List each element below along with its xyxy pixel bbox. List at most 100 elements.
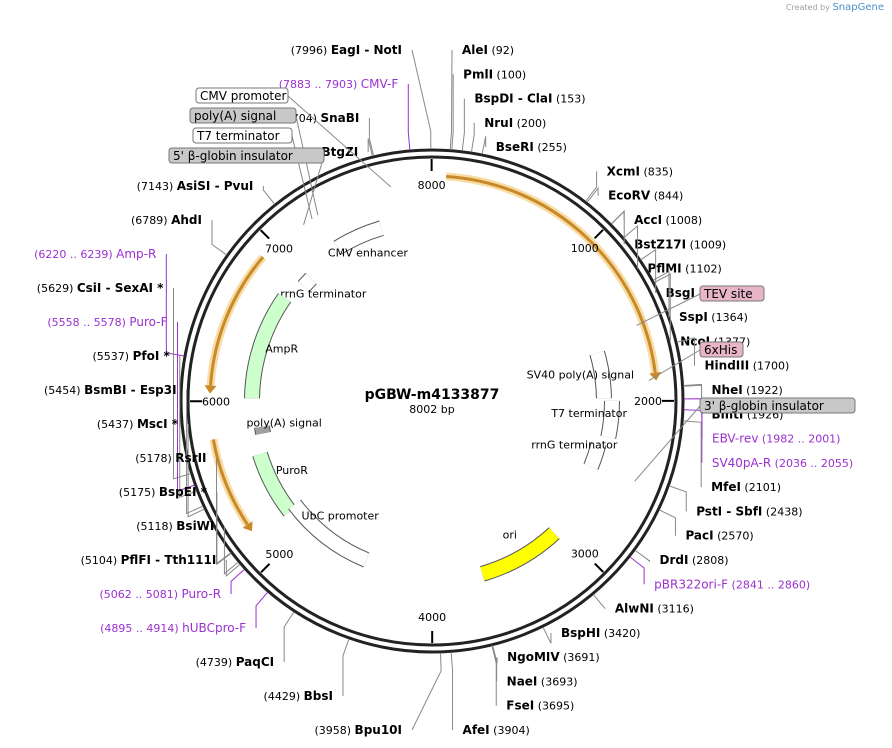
enzyme-label: (6789) AhdI	[131, 213, 202, 227]
boxed-label-box	[699, 285, 765, 302]
enzyme-label: (5454) BsmBI - Esp3I	[44, 383, 177, 397]
site-leader	[187, 424, 205, 518]
credit-prefix: Created by	[785, 3, 830, 12]
site-leader	[165, 254, 185, 357]
tick-label: 8000	[418, 179, 446, 192]
orf-arc	[446, 174, 657, 373]
primer-label: (5558 .. 5578) Puro-F	[47, 315, 167, 329]
enzyme-label: NaeI (3693)	[507, 674, 578, 688]
feature-label: rrnG terminator	[531, 438, 618, 451]
tick-mark	[594, 562, 604, 573]
enzyme-label: (4739) PaqCI	[196, 655, 275, 669]
feature-body	[590, 351, 611, 399]
boxed-label-text: CMV promoter	[200, 89, 287, 103]
enzyme-label: HindIII (1700)	[705, 359, 790, 373]
enzyme-label: FseI (3695)	[506, 699, 574, 713]
plasmid-length: 8002 bp	[409, 403, 454, 416]
feature-body	[255, 425, 270, 435]
enzyme-label: (3958) Bpu10I	[314, 723, 402, 737]
site-leader	[411, 49, 432, 150]
backbone-ring	[179, 148, 685, 654]
site-leader	[216, 492, 232, 566]
enzyme-label: NgoMIV (3691)	[507, 650, 600, 664]
site-leader	[176, 322, 195, 492]
site-leader	[450, 652, 454, 730]
orf-glow	[209, 438, 251, 527]
enzyme-label: PacI (2570)	[685, 529, 753, 543]
feature-body	[601, 400, 620, 439]
site-leader	[223, 526, 239, 575]
site-leader	[367, 138, 373, 157]
primer-label: (4895 .. 4914) hUBCpro-F	[100, 621, 246, 635]
site-leader	[283, 611, 295, 662]
orf-arc	[211, 439, 249, 526]
site-leader	[451, 74, 454, 150]
tick-mark	[593, 229, 604, 240]
feature-label: CMV enhancer	[328, 247, 408, 260]
tick-label: 7000	[265, 242, 293, 255]
feature-body	[298, 273, 317, 292]
plasmid-name: pGBW-m4133877	[365, 387, 500, 403]
enzyme-label: MfeI (2101)	[711, 480, 781, 494]
site-leader	[683, 398, 703, 439]
enzyme-label: BseRI (255)	[496, 140, 567, 154]
site-leader	[652, 270, 670, 318]
site-leader	[629, 556, 645, 585]
boxed-label-box	[699, 397, 856, 414]
feature-label: rrnG terminator	[280, 288, 367, 301]
feature-body	[584, 441, 606, 470]
site-leader	[676, 337, 696, 366]
site-leader	[586, 186, 599, 203]
tick-label: 6000	[202, 395, 230, 408]
backbone-inner	[186, 155, 678, 647]
site-leader	[542, 627, 552, 644]
enzyme-label: BspHI (3420)	[561, 626, 640, 640]
orf-arrowhead	[204, 385, 217, 394]
site-leader	[172, 288, 191, 480]
enzyme-label: XcmI (835)	[607, 164, 673, 178]
site-leader	[186, 390, 204, 515]
enzyme-label: NheI (1922)	[711, 383, 782, 397]
enzyme-label: (5175) BspEI *	[119, 485, 208, 499]
enzyme-label: SspI (1364)	[679, 310, 748, 324]
boxed-leader	[634, 405, 701, 482]
enzyme-label: AccI (1008)	[634, 213, 702, 227]
feature-label: UbC promoter	[302, 510, 380, 523]
site-leader	[262, 186, 276, 205]
site-leader	[654, 273, 671, 342]
orf-glow	[445, 172, 660, 374]
enzyme-label: (7996) EagI - NotI	[291, 43, 402, 57]
site-leader	[449, 49, 453, 150]
tick-label: 5000	[265, 548, 293, 561]
feature-label: SV40 poly(A) signal	[527, 369, 634, 382]
enzyme-label: (4429) BbsI	[264, 689, 333, 703]
enzyme-label: PflMI (1102)	[648, 262, 722, 276]
boxed-label-text: 3' β-globin insulator	[704, 399, 824, 413]
tick-label: 2000	[634, 395, 662, 408]
enzyme-label: (5537) PfoI *	[92, 349, 170, 363]
enzyme-label: (5104) PflFI - Tth111I	[81, 553, 217, 567]
site-labels: (7996) EagI - NotI(7883 .. 7903) CMV-F(7…	[34, 43, 856, 737]
enzyme-label: BspDI - ClaI (153)	[474, 92, 585, 106]
enzyme-label: BstZ17I (1009)	[634, 237, 726, 251]
site-leader	[230, 568, 245, 594]
orf-arc	[209, 256, 265, 386]
feature-body	[480, 527, 560, 581]
boxed-label-box	[189, 107, 297, 124]
feature-label: AmpR	[265, 342, 298, 355]
feature-body	[253, 451, 296, 516]
site-leader	[683, 409, 703, 463]
site-leader	[659, 509, 676, 536]
boxed-leader	[648, 349, 701, 381]
site-leader	[611, 210, 625, 245]
feature-body	[245, 293, 291, 399]
site-leader	[481, 136, 487, 155]
tick-mark	[259, 229, 270, 240]
boxed-leader	[636, 293, 701, 326]
site-leader	[592, 594, 606, 609]
enzyme-label: (5118) BsiWI	[136, 519, 214, 533]
site-leader	[623, 224, 639, 269]
boxed-leader	[303, 155, 325, 225]
